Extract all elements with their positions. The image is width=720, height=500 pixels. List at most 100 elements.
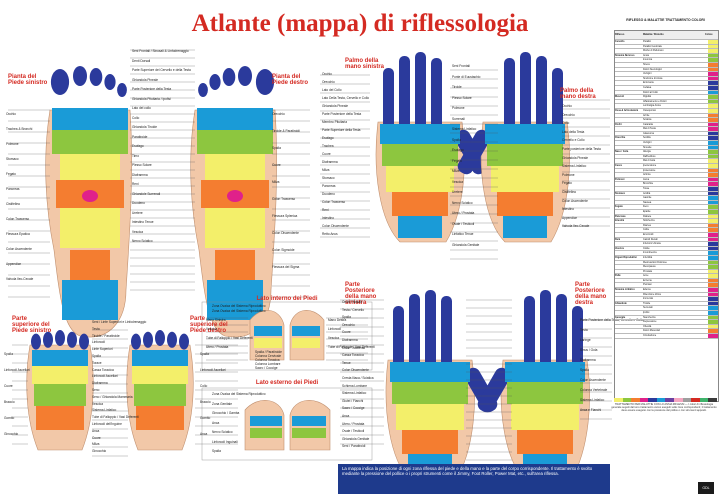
map-label: Cuore	[272, 163, 281, 167]
map-label: Zona Ovaica del Sistema Riproduttivo	[212, 304, 266, 308]
palm-right-finger	[520, 52, 531, 134]
back-left-finger	[425, 290, 436, 372]
legend-row: Insonnia	[615, 58, 718, 63]
legend-swatch	[708, 214, 718, 219]
map-label: Lato della Testa	[562, 129, 585, 134]
map-label: Anca	[342, 414, 350, 418]
legend-row: Vertigini	[615, 141, 718, 146]
legend-item: Dolori al Collo	[643, 90, 658, 94]
legend-swatch	[708, 95, 718, 99]
legend-swatch	[708, 150, 718, 154]
legend-row: Glaucoma	[615, 131, 718, 137]
sole-left-heading: Pianta del Piede sinistro	[8, 74, 48, 86]
map-label: Milza	[452, 169, 460, 173]
map-label: Seni Frontali	[452, 64, 470, 68]
legend-item: Cefalea	[643, 85, 652, 89]
legend-swatch	[708, 219, 718, 223]
legend-item: Vertigini	[643, 72, 652, 76]
legend-swatch	[708, 232, 718, 237]
legend-swatch	[708, 255, 718, 260]
sole-left-toe	[104, 74, 116, 90]
map-label: Plesso Solare	[132, 163, 152, 167]
legend-item: Tiroide	[643, 301, 651, 305]
legend-item: Paralisi	[643, 40, 651, 43]
sole-left-zone-neck	[52, 108, 128, 130]
map-label: Colon Sigmoide	[272, 248, 295, 252]
map-label: Tube di Falloppio / Vasi Deferenti	[328, 345, 375, 349]
back-right-finger	[540, 290, 551, 372]
map-label: Colonna Toracica	[255, 358, 280, 362]
back-right-finger	[556, 294, 567, 372]
map-label: Testa	[580, 328, 588, 332]
map-label: Ghiandola Pituitaria / Ipofisi	[132, 96, 171, 101]
map-label: Tiroide & Paratiroidi	[272, 129, 300, 133]
legend-zone	[615, 72, 643, 76]
map-label: Spalla / Paratiroide	[255, 350, 282, 354]
map-label: Linfonodi Ascellari	[200, 368, 226, 372]
legend-item: Infertilità	[643, 255, 653, 259]
legend-zone	[615, 100, 643, 104]
map-label: Mano Sinistra	[206, 318, 226, 322]
map-label: Linfonodi Inguinali	[212, 439, 238, 444]
legend-swatch	[708, 154, 718, 159]
legend-row: Psoriasi	[615, 283, 718, 289]
outer-zone-right	[292, 416, 326, 426]
brand-logo: GDL	[698, 482, 714, 494]
map-label: Collo	[562, 121, 570, 126]
legend-swatch	[708, 315, 718, 320]
legend-swatch	[708, 269, 718, 274]
legend-item: Diabete	[643, 214, 652, 218]
legend-item: Sciatica	[643, 118, 652, 122]
legend-row: Circolazione	[615, 334, 718, 339]
map-label: Zona Ovaica del Sistema Riproduttivo	[212, 309, 266, 313]
map-label: Spalla	[212, 449, 221, 453]
legend-row: Dolori Neurologici	[615, 67, 718, 73]
back-right-zone-abdomen	[511, 404, 579, 430]
legend-zone: Occhi	[615, 122, 622, 126]
map-label: Ghiandola Pineale	[562, 155, 589, 160]
legend-zone	[615, 329, 643, 333]
map-label: Sinus / Gola	[580, 348, 598, 352]
legend-item: Stress	[643, 62, 650, 66]
legend-swatch	[708, 104, 718, 108]
map-label: Mano Destra	[328, 318, 347, 322]
legend-row: Dolori Muscolari	[615, 329, 718, 334]
map-label: Zona Ovaica del Sistema Riproduttivo	[212, 392, 266, 396]
map-label: Linfatico Tenue	[452, 232, 474, 236]
back-left-zone-intestine	[402, 430, 458, 454]
legend-zone	[615, 325, 643, 329]
legend-swatch	[708, 40, 718, 44]
legend-zone: Sistema Nervoso	[615, 53, 635, 57]
legend-swatch	[708, 242, 718, 246]
map-label: Colon Discendente	[272, 231, 299, 235]
map-label: Duodeno	[322, 192, 335, 196]
palm-left-zone-intestine	[392, 192, 448, 216]
back-left-zone-abdomen	[396, 404, 464, 430]
legend-zone	[615, 127, 643, 131]
legend-zone	[615, 68, 643, 72]
legend-row: Ipotensione	[615, 168, 718, 174]
legend-item: Insonnia	[643, 58, 653, 62]
map-label: Esofago	[322, 136, 334, 140]
legend-item: Rigidità	[643, 95, 651, 99]
legend-zone	[615, 118, 643, 122]
map-label: Occhi / Nasali	[342, 300, 362, 304]
map-label: Membro Pituitaria	[322, 120, 347, 124]
legend-row: Colite	[615, 228, 718, 233]
palm-right-finger	[552, 68, 563, 138]
legend-swatch	[708, 191, 718, 196]
legend-zone	[615, 91, 643, 95]
top-left-toe	[55, 330, 65, 346]
map-label: Seno	[92, 388, 100, 392]
legend-item: Cataratta	[643, 122, 653, 126]
map-label: Colon Trasverso	[6, 217, 30, 221]
legend-zone: Generale	[615, 315, 626, 319]
legend-swatch	[708, 76, 718, 81]
map-label: Stomaco	[322, 176, 335, 180]
legend-row: Aritmia	[615, 173, 718, 178]
legend-zone: Pelle	[615, 274, 621, 278]
legend-swatch	[708, 168, 718, 173]
legend-swatch	[708, 62, 718, 67]
